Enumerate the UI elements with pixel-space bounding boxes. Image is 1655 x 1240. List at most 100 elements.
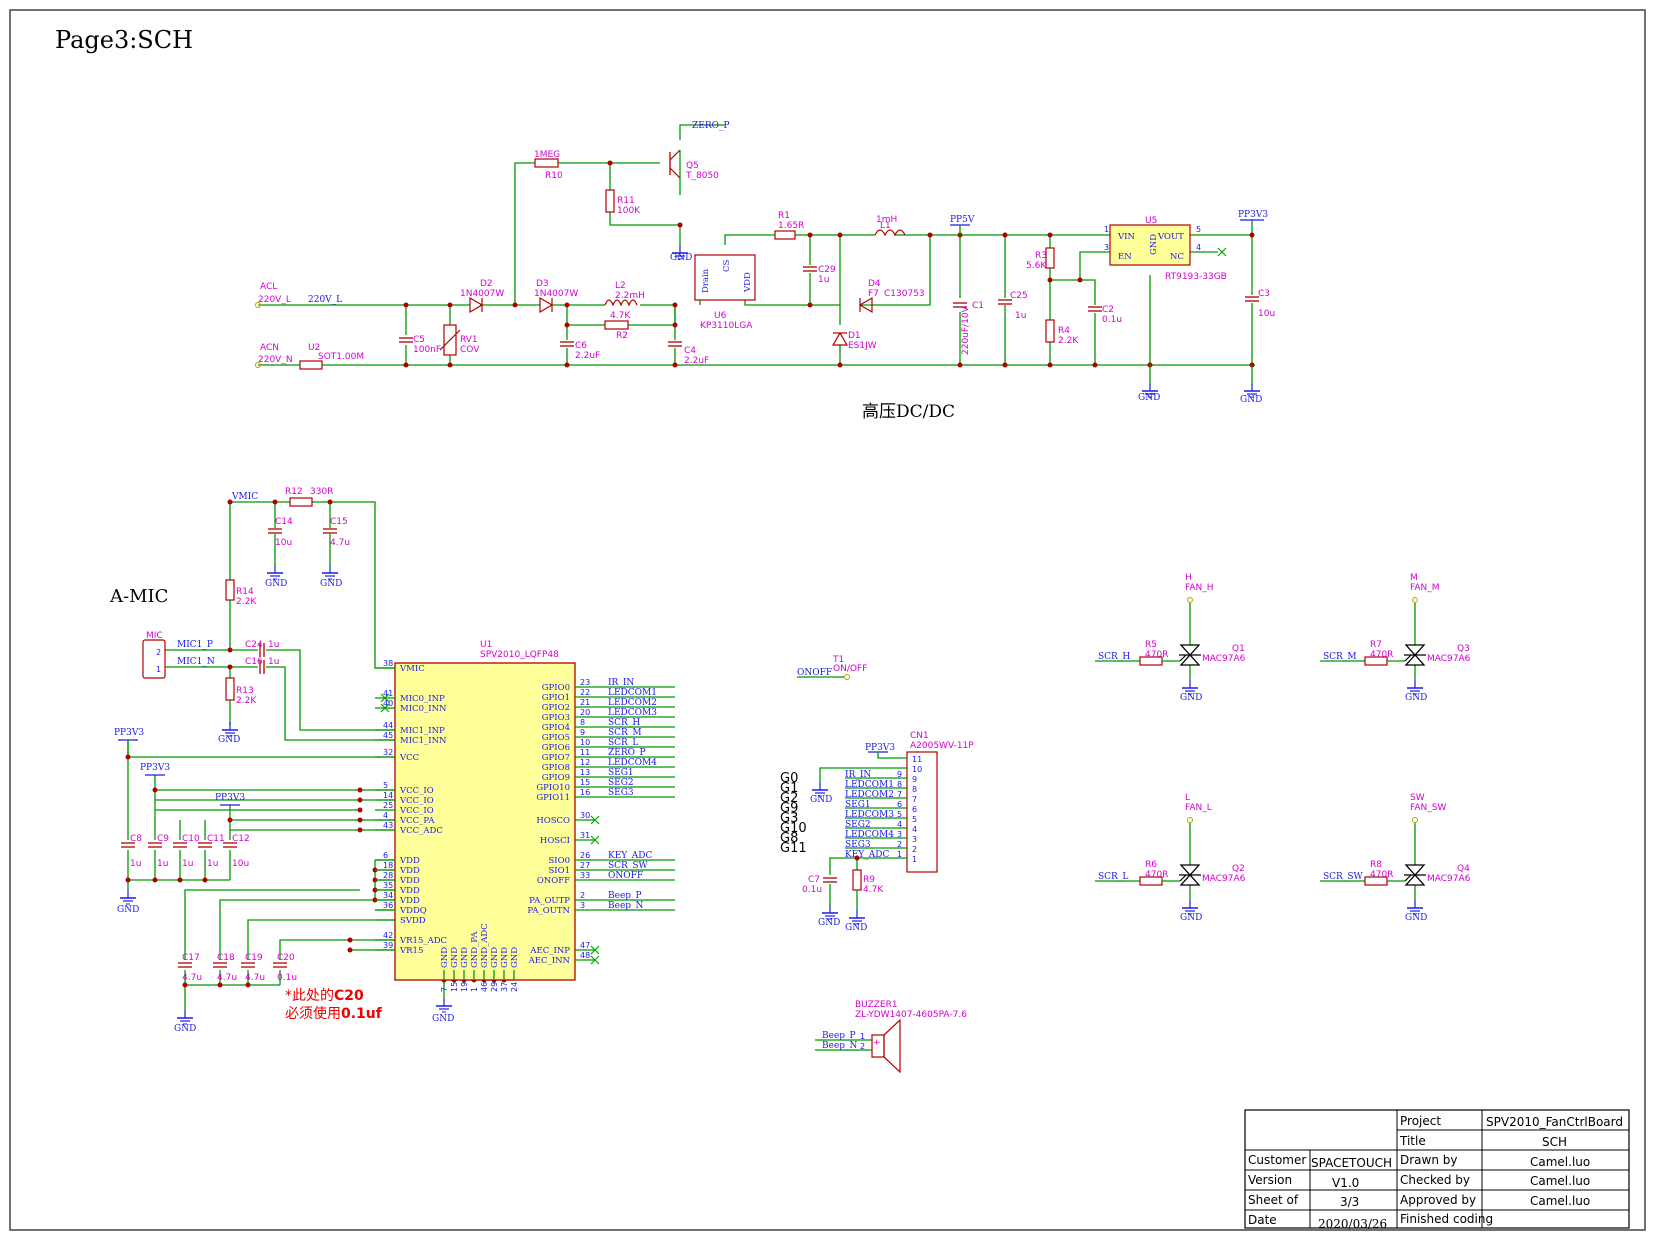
resistor-value: 470R <box>1370 650 1393 660</box>
cn1-pin-number: 1 <box>912 855 917 864</box>
svg-text:U2: U2 <box>308 343 320 353</box>
mcu-pin-number: 36 <box>383 901 393 910</box>
svg-text:A2005WV-11P: A2005WV-11P <box>910 741 974 751</box>
svg-text:C14: C14 <box>275 517 293 527</box>
triac-terminal <box>1412 597 1418 603</box>
svg-text:PP3V3: PP3V3 <box>114 728 144 738</box>
cn1-pin-number: 9 <box>912 775 917 784</box>
cap-ref: C8 <box>130 834 142 844</box>
mcu-pin-name: VCC_IO <box>399 796 434 806</box>
cn1-grid-label: G10 <box>780 821 807 836</box>
mcu-net-label: SEG3 <box>608 788 634 798</box>
mcu-pin-number: 30 <box>580 811 590 820</box>
svg-text:GND: GND <box>320 579 342 589</box>
mcu-pin-name: HOSCO <box>536 816 570 826</box>
svg-text:10u: 10u <box>1258 309 1275 319</box>
svg-text:R13: R13 <box>236 686 254 696</box>
mcu-pin-name: PA_OUTP <box>529 896 570 906</box>
mic-parts <box>118 497 507 1025</box>
hv-labels: ACL 220V_L 220V_L ACN 220V_N U2 SOT1.00M… <box>258 121 1275 422</box>
svg-text:+: + <box>873 1038 881 1048</box>
mcu-pin-number: 3 <box>580 901 585 910</box>
resistor-value: 470R <box>1145 870 1168 880</box>
mcu-net-label: ZERO_P <box>608 748 646 758</box>
cn1-pin-number-left: 5 <box>897 810 902 819</box>
svg-text:U5: U5 <box>1145 216 1157 226</box>
svg-text:ON/OFF: ON/OFF <box>833 664 867 674</box>
svg-text:Checked by: Checked by <box>1400 1173 1470 1187</box>
resistor-ref: R6 <box>1145 860 1157 870</box>
triac-body <box>1404 874 1426 886</box>
svg-text:5: 5 <box>1196 225 1201 234</box>
mcu-pin-number: 5 <box>383 781 388 790</box>
svg-text:R10: R10 <box>545 171 563 181</box>
mcu-pin-name: VDD <box>399 896 420 906</box>
svg-text:1.65R: 1.65R <box>778 221 804 231</box>
mcu-pin-number: 45 <box>383 731 393 740</box>
cn1-net-label: IR_IN <box>845 770 871 780</box>
cap-ref: C9 <box>157 834 169 844</box>
svg-text:GND: GND <box>174 1024 196 1034</box>
mcu-net-label: LEDCOM1 <box>608 688 657 698</box>
mcu-pin-number: 14 <box>383 791 393 800</box>
mcu-pin-name: MIC0_INP <box>400 694 445 704</box>
cap-value: 10u <box>232 859 249 869</box>
scr-net-label: SCR_SW <box>1323 872 1363 882</box>
triac-terminal <box>1187 817 1193 823</box>
mcu-pin-name: VDDQ <box>399 906 427 916</box>
svg-text:Drain: Drain <box>701 268 711 293</box>
cn1-pin-number: 5 <box>912 815 917 824</box>
gnd-symbol <box>1406 679 1424 695</box>
triac-ref: Q3 <box>1457 644 1470 654</box>
cn1-grid-label: G3 <box>780 811 798 826</box>
mcu-pin-number: 22 <box>580 688 590 697</box>
svg-text:10u: 10u <box>275 538 292 548</box>
gnd-symbol <box>1406 899 1424 915</box>
svg-text:5.6K: 5.6K <box>1026 261 1047 271</box>
triac-value: MAC97A6 <box>1427 654 1471 664</box>
svg-text:MIC1_N: MIC1_N <box>177 657 215 667</box>
svg-text:R9: R9 <box>863 875 875 885</box>
svg-text:1N4007W: 1N4007W <box>534 289 578 299</box>
triac-ref: Q4 <box>1457 864 1470 874</box>
mcu-pin-number: 18 <box>383 861 393 870</box>
mcu-pin-number: 6 <box>383 851 388 860</box>
svg-text:PP3V3: PP3V3 <box>865 743 895 753</box>
mcu-pin-name: HOSCI <box>540 836 570 846</box>
svg-text:F7: F7 <box>868 289 879 299</box>
triac-gate <box>1404 874 1412 882</box>
mcu-pin-name: GPIO4 <box>542 723 570 733</box>
scr-net-label: SCR_L <box>1098 872 1128 882</box>
amic-title: A-MIC <box>109 586 168 607</box>
svg-text:2: 2 <box>156 648 161 657</box>
svg-text:SOT1.00M: SOT1.00M <box>318 352 364 362</box>
cn1-pin-number-left: 4 <box>897 820 902 829</box>
svg-text:BUZZER1: BUZZER1 <box>855 1000 898 1010</box>
mcu-pin-name: GPIO3 <box>542 713 570 723</box>
cap-ref: C20 <box>277 953 295 963</box>
cn1-pin-number-left: 3 <box>897 830 902 839</box>
cn1-net-label: KEY_ADC <box>845 850 889 860</box>
mcu-pin-number: 10 <box>580 738 590 747</box>
cap-value: 1u <box>157 859 168 869</box>
cn1-pin-number-left: 1 <box>897 850 902 859</box>
mcu-pin-number: 32 <box>383 748 393 757</box>
mcu-pin-number: 7 <box>440 987 449 992</box>
svg-text:C16: C16 <box>245 657 263 667</box>
gnd-label: GND <box>1405 693 1427 703</box>
svg-text:R3: R3 <box>1035 251 1047 261</box>
svg-text:R2: R2 <box>616 331 628 341</box>
svg-text:GND: GND <box>670 253 692 263</box>
mcu-pin-number: 2 <box>580 891 585 900</box>
mcu-pin-name: GPIO10 <box>536 783 570 793</box>
svg-text:C130753: C130753 <box>884 289 925 299</box>
mcu-pin-name: MIC1_INP <box>400 726 445 736</box>
mcu-pin-name: VCC_PA <box>399 816 435 826</box>
svg-text:SPACETOUCH: SPACETOUCH <box>1311 1156 1392 1170</box>
svg-text:C3: C3 <box>1258 289 1270 299</box>
mcu-pin-number: 40 <box>383 699 393 708</box>
mcu-bottom-pins: GND7GND15GND19GND_PA1GND_ADC46GND29GND37… <box>440 923 520 992</box>
svg-text:GND: GND <box>818 918 840 928</box>
